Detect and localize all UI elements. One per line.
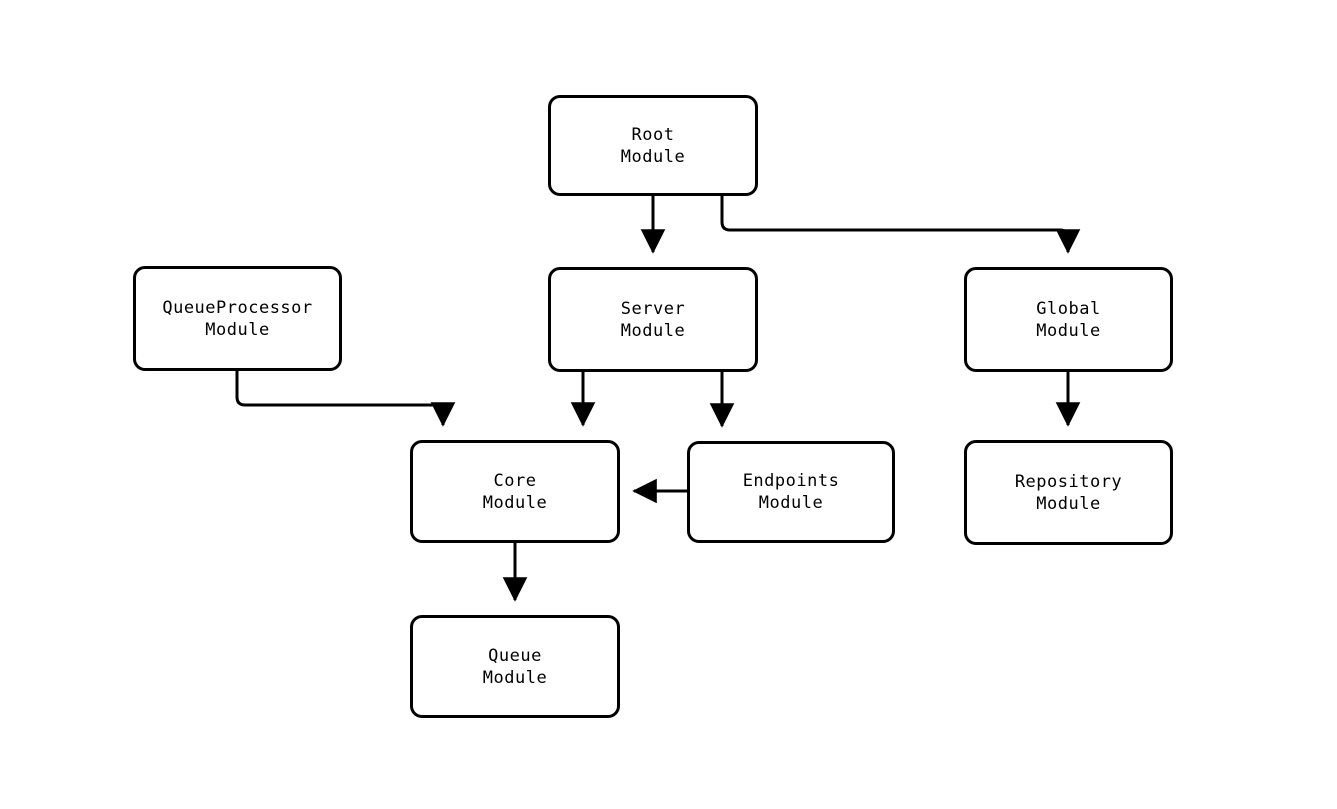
node-queueprocessor-module-label-line2: Module bbox=[205, 319, 270, 340]
node-root-module-label-line1: Root bbox=[631, 124, 675, 145]
node-global-module[interactable]: Global Module bbox=[964, 267, 1173, 372]
edge-queueprocessor-to-core bbox=[235, 371, 456, 427]
node-core-module[interactable]: Core Module bbox=[410, 440, 620, 543]
node-core-module-label-line1: Core bbox=[493, 470, 537, 491]
node-server-module-label-line2: Module bbox=[620, 320, 686, 341]
node-root-module[interactable]: Root Module bbox=[548, 95, 758, 196]
node-queueprocessor-module-label-line1: QueueProcessor bbox=[162, 297, 313, 318]
node-repository-module[interactable]: Repository Module bbox=[964, 440, 1173, 545]
node-queue-module-label-line1: Queue bbox=[488, 645, 542, 666]
node-endpoints-module-label-line1: Endpoints bbox=[742, 471, 840, 491]
edge-root-to-global bbox=[720, 196, 1081, 254]
node-core-module-label-line2: Module bbox=[482, 492, 548, 513]
node-queue-module-label-line2: Module bbox=[482, 667, 548, 688]
node-global-module-label-line2: Module bbox=[1036, 320, 1101, 341]
node-global-module-label-line1: Global bbox=[1036, 298, 1101, 319]
node-repository-module-label-line2: Module bbox=[1036, 493, 1101, 514]
node-root-module-label-line2: Module bbox=[620, 146, 686, 167]
node-server-module-label-line1: Server bbox=[620, 298, 686, 319]
node-server-module[interactable]: Server Module bbox=[548, 267, 758, 372]
node-repository-module-label-line1: Repository bbox=[1014, 471, 1123, 492]
node-endpoints-module-label-line2: Module bbox=[758, 493, 824, 513]
node-queueprocessor-module[interactable]: QueueProcessor Module bbox=[133, 266, 342, 371]
node-queue-module[interactable]: Queue Module bbox=[410, 615, 620, 718]
node-endpoints-module[interactable]: Endpoints Module bbox=[687, 441, 895, 543]
